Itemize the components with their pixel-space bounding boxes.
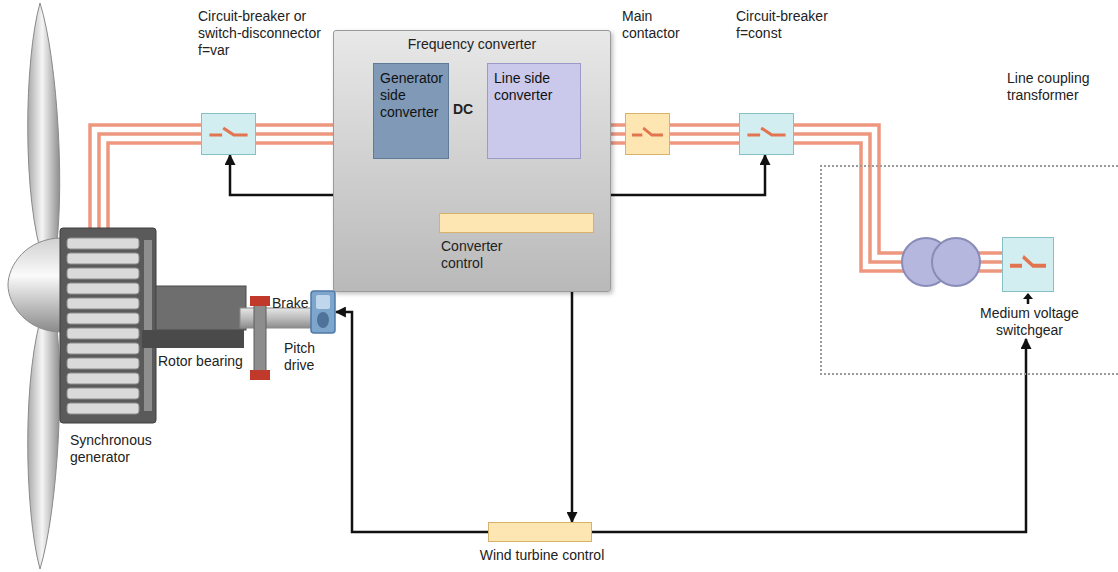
control-unit: Converter control xyxy=(439,213,594,272)
switchgear-box: Medium voltage switchgear xyxy=(967,237,1092,339)
part-label: Rotor bearing xyxy=(158,353,243,370)
region-label: Line coupling transformer xyxy=(1007,70,1117,104)
transformer-region: Line coupling transformerMedium voltage … xyxy=(820,165,1118,375)
component-label: Circuit-breaker f=const xyxy=(736,8,846,42)
transformer-symbol xyxy=(902,238,980,286)
arrow-stub xyxy=(1022,293,1034,304)
group-title: Frequency converter xyxy=(334,31,610,53)
switch-symbol xyxy=(1003,238,1053,291)
control-bar xyxy=(439,213,594,233)
control-line xyxy=(336,312,488,532)
breaker-body xyxy=(739,113,794,155)
pitch-drive-label: Pitch drive xyxy=(284,340,334,374)
switchgear-label: Medium voltage switchgear xyxy=(967,305,1092,339)
breaker-body xyxy=(625,113,670,155)
circuit-breaker: Circuit-breaker or switch-disconnector f… xyxy=(198,8,338,155)
control-label: Wind turbine control xyxy=(470,547,612,564)
power-line xyxy=(670,125,739,143)
control-line xyxy=(592,339,1026,532)
converter-box: Generator side converter xyxy=(373,63,449,159)
part-label: Synchronous generator xyxy=(70,432,170,466)
switchgear-body xyxy=(1002,237,1054,292)
part-label: Brake xyxy=(272,295,309,312)
control-bar xyxy=(488,522,592,542)
converter-housing: Frequency converterGenerator side conver… xyxy=(333,30,611,292)
component-label: Circuit-breaker or switch-disconnector f… xyxy=(198,8,338,59)
main-contactor: Main contactor xyxy=(622,8,712,155)
pitch-drive-figure xyxy=(310,290,336,334)
circuit-breaker: Circuit-breaker f=const xyxy=(736,8,846,155)
switch-symbol xyxy=(740,114,793,154)
power-line xyxy=(90,125,202,228)
component-label: Main contactor xyxy=(622,8,712,42)
switch-symbol xyxy=(626,114,669,154)
converter-label: Line side converter xyxy=(494,70,574,104)
converter-label: Generator side converter xyxy=(380,70,442,121)
part-label: DC xyxy=(453,101,473,118)
control-label: Converter control xyxy=(439,238,526,272)
switch-symbol xyxy=(202,114,255,154)
breaker-body xyxy=(201,113,256,155)
control-unit: Wind turbine control xyxy=(470,522,610,564)
converter-box: Line side converter xyxy=(487,63,581,159)
